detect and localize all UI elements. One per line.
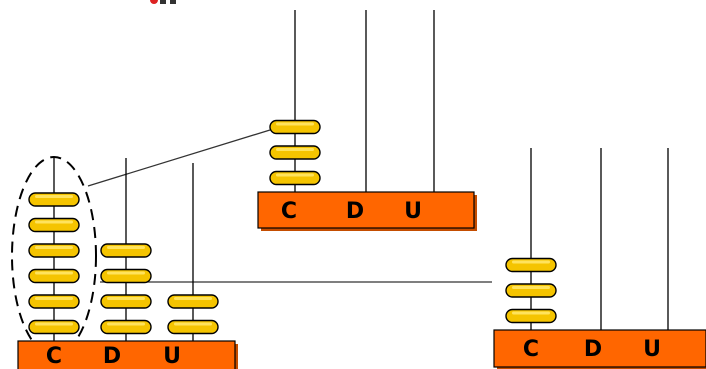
bead-highlight (35, 246, 73, 249)
bead-highlight (107, 246, 145, 249)
abacus-frame (257, 191, 475, 229)
place-label-c: C (46, 344, 62, 369)
bead (28, 217, 80, 233)
abaci-layer: C D U C D U C D U (17, 10, 706, 369)
abacus-frame (17, 340, 236, 369)
cropped-top-mark (150, 0, 176, 4)
bead-highlight (512, 260, 550, 264)
bead-highlight (512, 311, 550, 315)
place-label-u: U (404, 199, 422, 224)
bead (505, 257, 557, 273)
bead (100, 294, 152, 309)
bead (28, 243, 80, 258)
bead (28, 268, 80, 284)
bead-highlight (276, 148, 314, 151)
bead (505, 283, 557, 298)
bead-highlight (276, 173, 314, 177)
bead (100, 243, 152, 258)
bead-highlight (276, 122, 314, 126)
bead-highlight (35, 271, 73, 275)
bead-highlight (174, 322, 212, 326)
bead (28, 319, 80, 335)
bead-highlight (35, 297, 73, 300)
bead (167, 294, 219, 309)
place-label-d: D (346, 199, 364, 224)
place-label-u: U (163, 344, 181, 369)
bead-highlight (512, 286, 550, 289)
abacus-frame (493, 329, 706, 368)
connector-to-top-abacus (87, 129, 271, 187)
bead-highlight (174, 297, 212, 300)
bead-highlight (35, 322, 73, 326)
bead (269, 170, 321, 186)
bead (100, 319, 152, 335)
bead (100, 268, 152, 284)
place-label-u: U (643, 337, 661, 362)
bead-highlight (35, 195, 73, 198)
bead (505, 308, 557, 324)
bead (269, 119, 321, 135)
place-label-c: C (523, 337, 539, 362)
bead (167, 319, 219, 335)
bead (28, 294, 80, 309)
place-label-d: D (584, 337, 602, 362)
bead (269, 145, 321, 160)
bead (28, 192, 80, 207)
place-label-d: D (103, 344, 121, 369)
bead-highlight (107, 322, 145, 326)
bead-highlight (107, 271, 145, 275)
place-label-c: C (281, 199, 297, 224)
bead-highlight (35, 220, 73, 224)
bead-highlight (107, 297, 145, 300)
